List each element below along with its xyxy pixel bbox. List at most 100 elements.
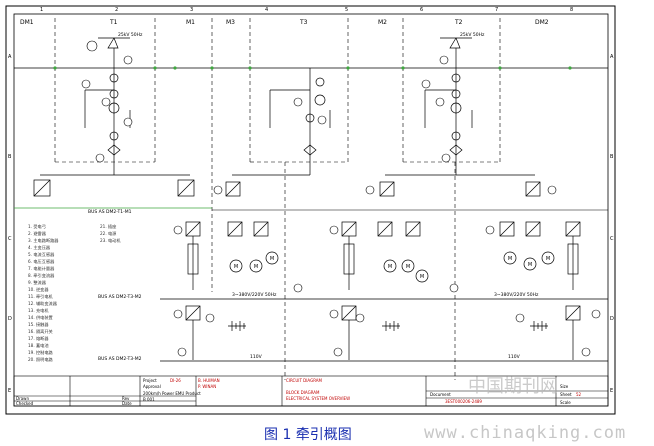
svg-text:M: M <box>546 256 550 262</box>
svg-text:M: M <box>234 264 238 270</box>
car-label: T3 <box>299 19 308 26</box>
diagram-title-2: ELECTRICAL SYSTEM OVERVIEW <box>286 396 350 401</box>
svg-text:M: M <box>270 256 274 262</box>
car-label: DM2 <box>535 19 549 26</box>
dc-label-2: 110V <box>508 354 521 360</box>
column-number: 6 <box>420 7 423 13</box>
sheet-code: B 001 <box>143 397 155 402</box>
legend-item: 6. 电压互感器 <box>28 258 55 265</box>
traction-feeders <box>40 160 535 176</box>
row-letter: B <box>610 154 614 160</box>
legend-item: 18. 蓄电池 <box>28 342 49 349</box>
legend-item: 19. 控制电路 <box>28 349 54 356</box>
legend-item: 4. 主变压器 <box>28 244 51 251</box>
svg-text:M: M <box>254 264 258 270</box>
converter-boxes <box>33 179 541 197</box>
aux-group-dm2 <box>499 221 581 290</box>
column-number: 1 <box>40 7 43 13</box>
row-letter: E <box>8 388 11 394</box>
legend-item: 22. 电源 <box>100 230 117 237</box>
ac-label-1: 3~380V/220V 50Hz <box>232 292 277 298</box>
legend-item: 7. 电能计量器 <box>28 265 55 272</box>
legend-item: 5. 电流互感器 <box>28 251 55 258</box>
svg-text:M: M <box>528 262 532 268</box>
column-number: 7 <box>495 7 498 13</box>
row-letter: B <box>8 154 12 160</box>
legend-item: 2. 避雷器 <box>28 230 47 237</box>
project-label: Project <box>143 378 157 383</box>
column-number: 8 <box>570 7 573 13</box>
checked-label: Checked <box>16 401 34 406</box>
car-label: M1 <box>186 19 195 26</box>
bus-label-3: BUS AS DM2-T3-M2 <box>98 356 142 362</box>
source-url: www.chinaqking.com <box>424 423 627 443</box>
ac-label-2: 3~380V/220V 50Hz <box>494 292 539 298</box>
svg-text:M: M <box>406 264 410 270</box>
pantograph-t2 <box>440 37 472 68</box>
legend-item: 1. 受电弓 <box>28 223 46 230</box>
transformer-stack-t1 <box>84 68 131 160</box>
title-block-text: Drawn Checked Rev Date Project Approval … <box>16 378 582 406</box>
column-number: 4 <box>265 7 268 13</box>
project-value: DI-26 <box>170 378 181 383</box>
car-labels: DM1 T1 M1 M3 T3 M2 T2 DM2 <box>20 19 549 26</box>
row-letter: D <box>610 316 614 322</box>
rating-label-t1: 25kV 50Hz <box>118 32 143 38</box>
legend-item: 21. 插座 <box>100 223 116 230</box>
row-letter: C <box>610 236 614 242</box>
sheet-label: Sheet <box>560 392 572 397</box>
circuit-title: CIRCUIT DIAGRAM <box>286 378 323 383</box>
column-number: 5 <box>345 7 348 13</box>
legend-item: 14. 供电装置 <box>28 314 53 321</box>
legend-item: 13. 充电机 <box>28 307 49 314</box>
row-letter: A <box>8 54 12 60</box>
transformer-stack-t3 <box>269 68 331 160</box>
row-letter: A <box>610 54 614 60</box>
signer-1: B. HUIMAN <box>198 378 220 383</box>
figure-caption: 图 1 牵引概图 <box>264 427 352 443</box>
diagram-title-1: BLOCK DIAGRAM <box>286 390 320 395</box>
row-letters: A B C D E A B C D E <box>8 54 614 394</box>
transformer-stack-t2 <box>424 68 473 160</box>
callout-markers <box>81 40 601 357</box>
pantograph-t1 <box>98 37 130 68</box>
column-number: 2 <box>115 7 118 13</box>
watermark: 中国期刊网 <box>468 376 558 397</box>
scale-label: Scale <box>560 400 571 405</box>
legend-item: 20. 照明电路 <box>28 356 54 363</box>
legend-item: 11. 牵引电机 <box>28 293 54 300</box>
charger-battery-row <box>185 305 581 360</box>
date-label: Date <box>122 401 132 406</box>
row-letter: C <box>8 236 12 242</box>
title-block <box>13 375 609 407</box>
row-letter: E <box>610 388 613 394</box>
signer-2: P. WINAN <box>198 384 216 389</box>
car-boundaries <box>54 18 501 380</box>
dc-label-1: 110V <box>250 354 263 360</box>
doc-no: 3EST000206-2489 <box>445 399 482 404</box>
figure-caption-bar: 图 1 牵引概图 www.chinaqking.com <box>0 421 654 446</box>
svg-text:M: M <box>388 264 392 270</box>
drawing-frame <box>5 5 616 415</box>
legend-item: 12. 辅助变流器 <box>28 300 58 307</box>
revision-label: Rev <box>122 396 130 401</box>
approved-label: Approval <box>143 384 161 389</box>
aux-group-m1 <box>185 221 279 290</box>
company: 200km/h Power EMU Product <box>143 391 201 396</box>
svg-text:M: M <box>508 256 512 262</box>
legend-item: 16. 隔离开关 <box>28 328 53 335</box>
legend-item: 17. 熔断器 <box>28 335 49 342</box>
car-label: DM1 <box>20 19 34 26</box>
rating-label-t2: 25kV 50Hz <box>460 32 485 38</box>
size-label: Size <box>560 384 569 389</box>
svg-text:M: M <box>420 274 424 280</box>
bus-label-1: BUS AS DM2-T1-M1 <box>88 209 132 215</box>
doc-no-label: Document <box>430 392 451 397</box>
legend-item: 10. 逆变器 <box>28 286 49 293</box>
motor-symbols: M M M M M M M M M <box>234 256 550 280</box>
column-numbers: 1 2 3 4 5 6 7 8 <box>40 7 573 13</box>
aux-group-m3 <box>341 221 429 290</box>
legend-item: 23. 电动机 <box>100 237 121 244</box>
legend-item: 3. 主电路断路器 <box>28 237 59 244</box>
